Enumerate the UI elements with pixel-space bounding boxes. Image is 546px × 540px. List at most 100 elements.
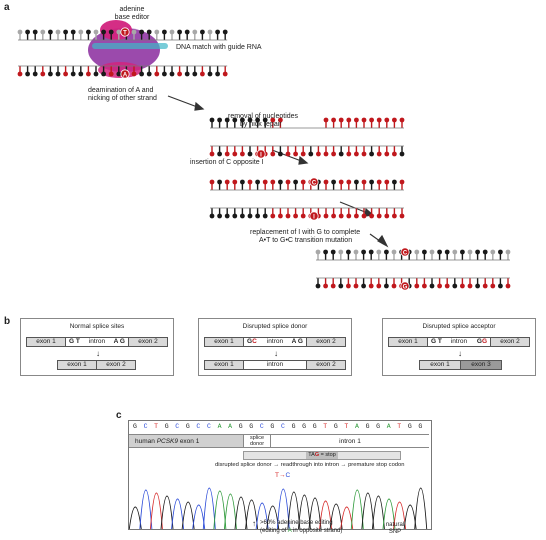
nucleotide-dot	[270, 151, 276, 157]
nucleotide-dot	[376, 283, 382, 289]
nucleotide-dot	[422, 249, 427, 255]
nucleotide-dot	[232, 179, 238, 185]
trace-peak	[287, 491, 301, 529]
nucleotide-dot	[354, 117, 359, 123]
nucleotide-dot	[376, 249, 382, 255]
nucleotide-dot	[315, 283, 321, 289]
nucleotide-dot	[169, 29, 175, 35]
sequence-base: G	[365, 423, 370, 430]
nucleotide-dot	[323, 117, 329, 123]
nucleotide-dot	[240, 117, 245, 123]
sequence-base: G	[418, 423, 423, 430]
sequence-base: A	[228, 423, 233, 430]
nucleotide-dot	[475, 283, 480, 289]
base-c-circle-step3	[309, 177, 319, 187]
nucleotide-dot	[323, 213, 329, 219]
sequence-base: A	[355, 423, 359, 430]
trace-peak	[340, 506, 354, 529]
base-a-circle	[120, 69, 130, 79]
trace-peak	[382, 498, 396, 529]
nucleotide-dot	[354, 179, 359, 185]
nucleotide-dot	[240, 179, 245, 185]
editing-label-2: (editing of A in opposite strand)	[260, 528, 342, 535]
sequence-base: G	[407, 423, 412, 430]
sequence-base: A	[386, 423, 391, 430]
nucleotide-dot	[361, 179, 367, 185]
normal-splice-title: Normal splice sites	[69, 323, 125, 330]
acceptor-g1: G	[476, 338, 482, 345]
special-base-letter: I	[260, 152, 262, 158]
exon-label-human: human	[135, 438, 157, 445]
sequence-base: T	[323, 423, 328, 430]
trace-peak	[319, 500, 333, 529]
nucleotide-dot	[399, 213, 405, 219]
trace-peak	[171, 498, 185, 529]
step3-label: insertion of C opposite I	[190, 159, 264, 166]
nucleotide-dot	[330, 283, 336, 289]
nucleotide-dot	[414, 283, 420, 289]
normal-intron-label: intron	[88, 338, 106, 345]
nucleotide-dot	[55, 29, 61, 35]
sequence-base: C	[143, 423, 148, 430]
acceptor-splice-box: Disrupted splice acceptor exon 1 G T int…	[382, 318, 536, 376]
disruption-label: disrupted splice donor → readthrough int…	[215, 462, 405, 468]
nucleotide-dot	[482, 249, 488, 255]
nucleotide-dot	[32, 71, 38, 77]
nucleotide-dot	[154, 29, 160, 35]
donor-intron-label: intron	[266, 338, 284, 345]
normal-out-exon1: exon 1	[57, 360, 97, 370]
nucleotide-dot	[116, 29, 122, 35]
nucleotide-dot	[40, 29, 46, 35]
nucleotide-dot	[391, 283, 397, 289]
editing-2b: A	[287, 528, 292, 534]
acceptor-g2: G	[481, 338, 487, 345]
nucleotide-dot	[224, 117, 230, 123]
sequence-base: G	[133, 423, 137, 430]
nucleotide-dot	[505, 283, 511, 289]
nucleotide-dot	[323, 179, 329, 185]
donor-out-exon2: exon 2	[306, 360, 346, 370]
nucleotide-dot	[376, 213, 382, 219]
nucleotide-dot	[240, 151, 245, 157]
normal-down-arrow: ↓	[96, 349, 100, 358]
nucleotide-dot	[346, 151, 352, 157]
nucleotide-dot	[392, 179, 397, 185]
nucleotide-dot	[255, 117, 260, 123]
nucleotide-dot	[338, 249, 344, 255]
nucleotide-dot	[255, 179, 260, 185]
donor-splice-box: Disrupted splice donor exon 1 GC intron …	[198, 318, 352, 376]
nucleotide-dot	[361, 283, 366, 289]
panel-b-letter: b	[4, 316, 11, 327]
donor-g: G	[247, 338, 253, 345]
editing-2c: in opposite strand)	[291, 528, 343, 534]
sequence-base: A	[217, 423, 222, 430]
step4-line2: A•T to G•C transition mutation	[259, 237, 353, 244]
nucleotide-dot	[192, 29, 198, 35]
normal-gt: G T	[69, 338, 80, 345]
special-base-letter: C	[312, 180, 317, 186]
nucleotide-dot	[376, 179, 382, 185]
trace-peak	[213, 490, 227, 529]
nucleotide-dot	[177, 29, 183, 35]
exon-label-gene: PCSK9	[156, 438, 179, 445]
sequence-base: T	[344, 423, 349, 430]
nucleotide-dot	[323, 249, 328, 255]
exon-label-exon1: exon 1	[178, 438, 200, 445]
nucleotide-dot	[467, 283, 473, 289]
nucleotide-dot	[207, 71, 213, 77]
base-g-circle-final	[400, 281, 410, 291]
nucleotide-dot	[490, 249, 496, 255]
nucleotide-dot	[247, 213, 253, 219]
donor-exon2: exon 2	[306, 337, 346, 347]
arrow-step1	[167, 95, 201, 109]
donor-ag: A G	[291, 338, 303, 345]
nucleotide-dot	[361, 151, 367, 157]
nucleotide-dot	[285, 213, 291, 219]
nucleotide-dot	[101, 29, 106, 35]
nucleotide-dot	[452, 249, 458, 255]
nucleotide-dot	[25, 71, 30, 77]
nucleotide-dot	[224, 151, 230, 157]
nucleotide-dot	[338, 213, 344, 219]
sequence-base: T	[397, 423, 402, 430]
